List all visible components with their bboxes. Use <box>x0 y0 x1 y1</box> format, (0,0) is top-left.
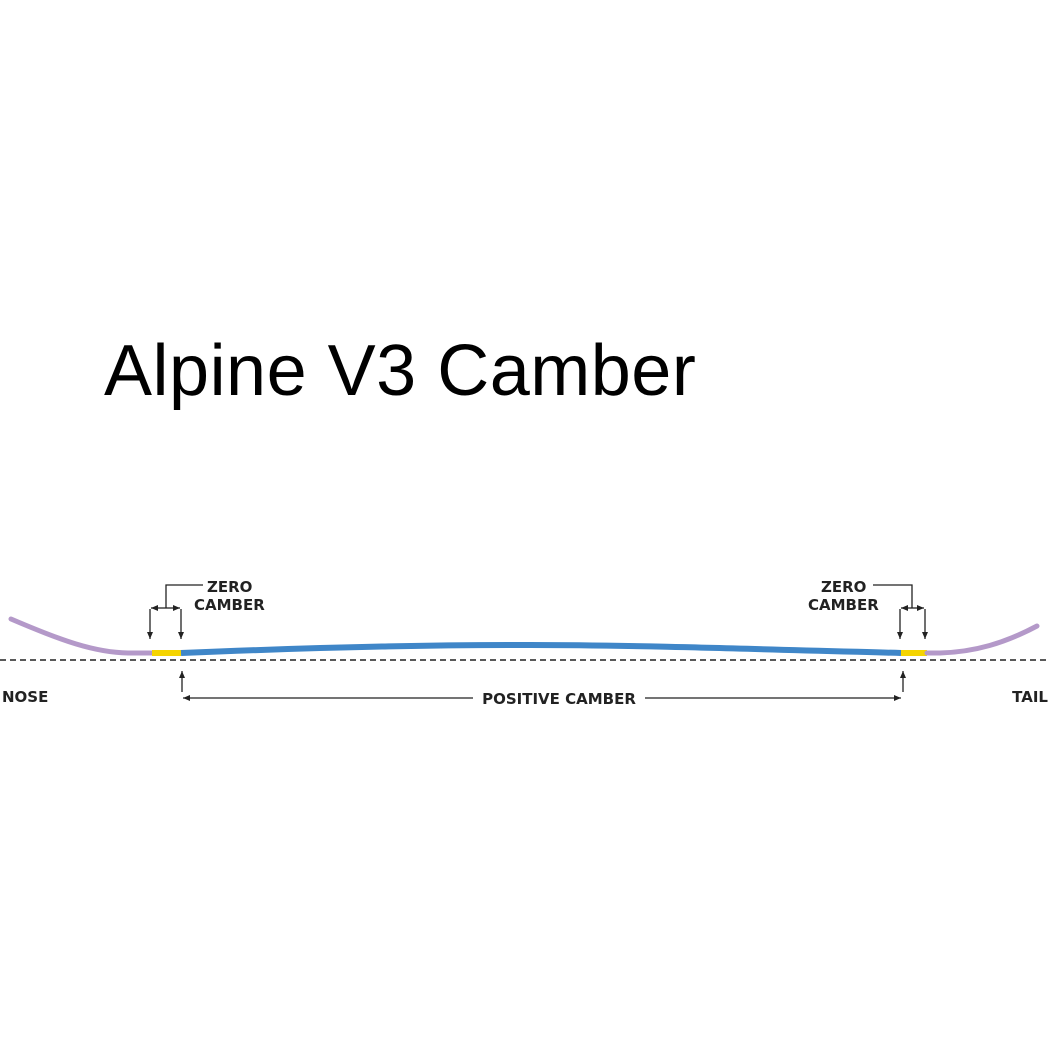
right-zero-label: ZERO <box>821 578 866 596</box>
positive-camber-segment <box>180 641 902 656</box>
nose-rocker-segment <box>8 616 155 656</box>
left-camber-label: CAMBER <box>194 596 265 614</box>
positive-camber-label: POSITIVE CAMBER <box>482 690 636 708</box>
right-zero-camber-marker <box>873 584 928 639</box>
tail-label: TAIL <box>1012 688 1048 706</box>
left-zero-label: ZERO <box>207 578 252 596</box>
left-zero-camber-marker <box>147 584 203 639</box>
positive-camber-marker <box>179 671 906 701</box>
right-camber-label: CAMBER <box>808 596 879 614</box>
nose-label: NOSE <box>2 688 48 706</box>
tail-rocker-segment <box>924 623 1040 656</box>
diagram-title: Alpine V3 Camber <box>104 331 697 411</box>
